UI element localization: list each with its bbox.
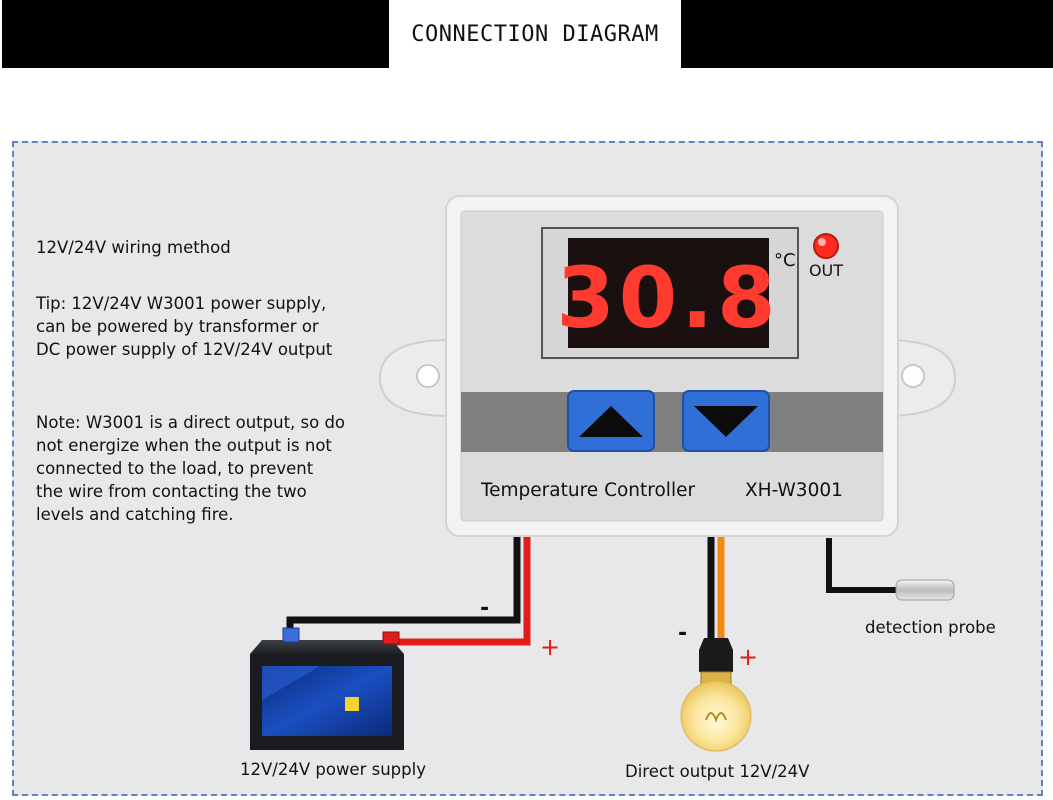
led-display	[568, 238, 769, 348]
down-arrow-icon	[694, 406, 758, 437]
power-plus-mark: +	[540, 633, 560, 661]
controller-model: XH-W3001	[745, 480, 843, 501]
light-bulb-icon	[680, 638, 752, 752]
direct-output-label: Direct output 12V/24V	[625, 762, 810, 781]
probe-wire	[826, 538, 898, 593]
power-wires	[286, 535, 531, 646]
out-indicator-led	[813, 233, 839, 259]
up-button[interactable]	[567, 390, 655, 452]
note-text: Note: W3001 is a direct output, so do no…	[36, 413, 346, 524]
out-label: OUT	[809, 261, 843, 280]
left-mounting-hole	[416, 364, 440, 388]
power-minus-mark: -	[480, 596, 489, 621]
power-supply-label: 12V/24V power supply	[240, 760, 426, 779]
wiring-method-heading: 12V/24V wiring method	[36, 238, 231, 257]
button-strip	[461, 392, 883, 452]
header-bar-left	[2, 0, 389, 68]
output-wires	[707, 535, 725, 640]
battery-positive-terminal	[382, 631, 400, 645]
celsius-unit: °C	[774, 250, 796, 271]
header-bar-right	[681, 0, 1053, 68]
controller-name: Temperature Controller	[480, 480, 695, 501]
display-value: 30.8	[556, 249, 779, 347]
up-arrow-icon	[579, 406, 643, 437]
right-mounting-hole	[901, 364, 925, 388]
output-plus-mark: +	[738, 643, 758, 671]
power-positive-wire	[392, 535, 531, 646]
battery-negative-terminal	[282, 627, 300, 643]
temperature-controller: 30.8 °C OUT Temperature Controller XH-W3…	[378, 195, 957, 537]
down-button[interactable]	[682, 390, 770, 452]
power-negative-wire	[286, 535, 521, 628]
output-minus-mark: -	[678, 621, 687, 646]
detection-probe-label: detection probe	[865, 618, 996, 637]
temperature-probe-icon	[895, 579, 955, 601]
diagram-title: CONNECTION DIAGRAM	[411, 21, 659, 47]
tip-text: Tip: 12V/24V W3001 power supply, can be …	[36, 294, 333, 359]
battery-icon	[250, 627, 404, 750]
bulb-socket	[699, 638, 733, 672]
